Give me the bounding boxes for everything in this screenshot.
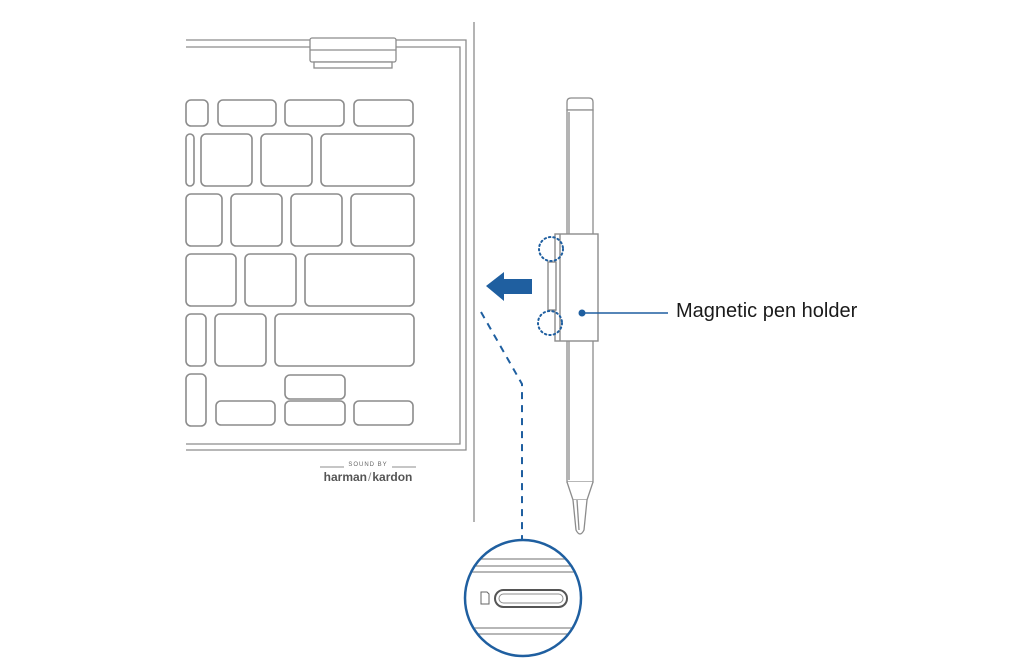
left-arrow-icon	[486, 272, 532, 301]
brand-left: harman	[323, 470, 367, 484]
brand-right: kardon	[372, 470, 413, 484]
highlight-circles	[537, 236, 564, 336]
pen-holder-label: Magnetic pen holder	[676, 300, 858, 322]
keyboard	[185, 99, 415, 427]
card-slot-icon	[480, 591, 490, 605]
zoom-connector	[480, 311, 523, 540]
hinge	[309, 37, 397, 69]
card-slot	[494, 589, 568, 608]
brand-logo: harman/kardon	[323, 470, 413, 484]
zoom-detail	[463, 538, 583, 658]
pen-holder	[547, 233, 599, 342]
callout-leader	[578, 309, 668, 317]
sound-by-label: SOUND BY	[348, 462, 388, 468]
